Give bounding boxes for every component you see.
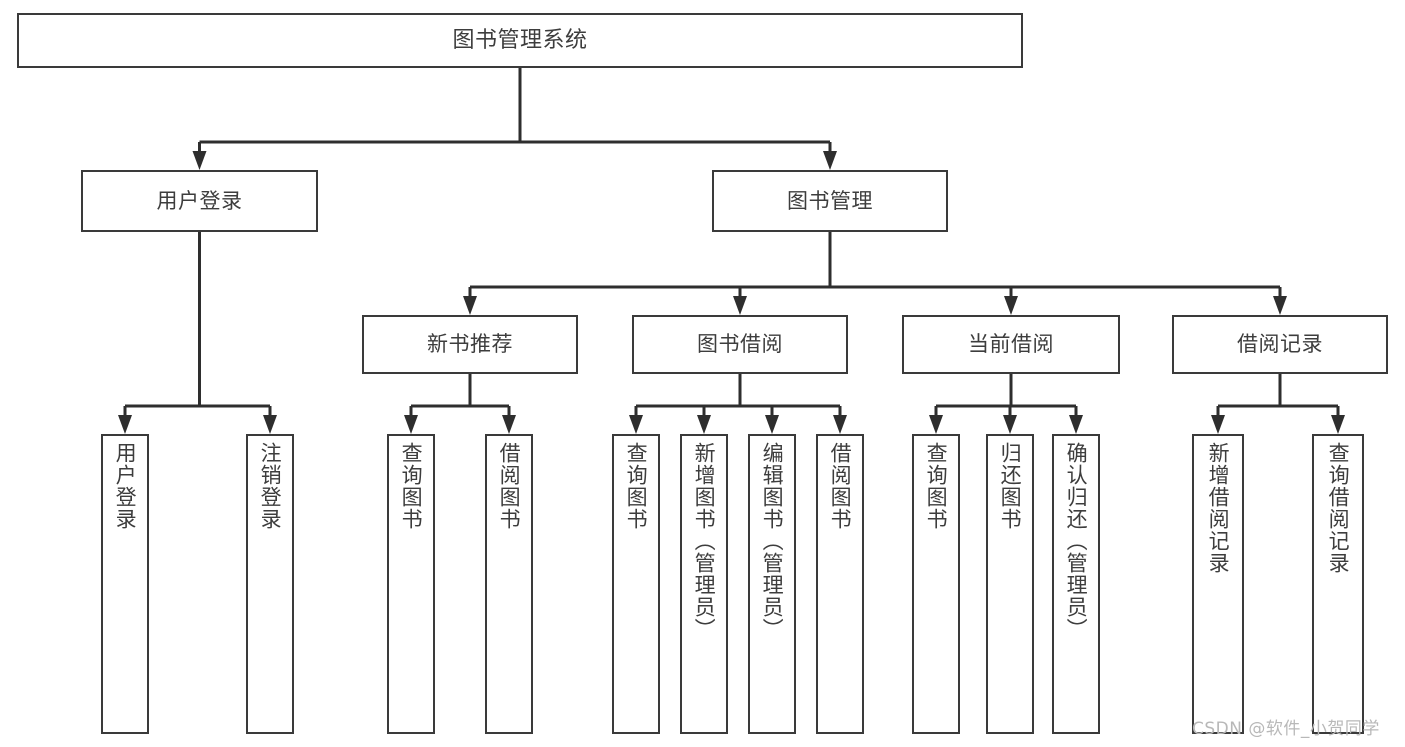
node-leaf-bor-4[interactable]: 借阅图书	[816, 434, 864, 734]
node-leaf-cur-1[interactable]: 查询图书	[912, 434, 960, 734]
node-label: 新书推荐	[427, 332, 513, 357]
node-root[interactable]: 图书管理系统	[17, 13, 1023, 68]
node-label: 当前借阅	[968, 332, 1054, 357]
node-leaf-cur-2[interactable]: 归还图书	[986, 434, 1034, 734]
node-records[interactable]: 借阅记录	[1172, 315, 1388, 374]
node-leaf-cur-3[interactable]: 确认归还（管理员）	[1052, 434, 1100, 734]
node-leaf-rec-1[interactable]: 新增借阅记录	[1192, 434, 1244, 734]
node-leaf-new-1[interactable]: 查询图书	[387, 434, 435, 734]
node-label: 用户登录	[156, 188, 243, 213]
node-leaf-login-2[interactable]: 注销登录	[246, 434, 294, 734]
node-current[interactable]: 当前借阅	[902, 315, 1120, 374]
node-label: 确认归还（管理员）	[1064, 442, 1089, 640]
node-label: 用户登录	[113, 442, 138, 530]
node-label: 图书借阅	[697, 332, 783, 357]
node-label: 借阅记录	[1237, 332, 1323, 357]
node-label: 借阅图书	[497, 442, 522, 530]
node-label: 新增图书（管理员）	[692, 442, 717, 640]
node-borrow[interactable]: 图书借阅	[632, 315, 848, 374]
node-leaf-bor-3[interactable]: 编辑图书（管理员）	[748, 434, 796, 734]
node-login[interactable]: 用户登录	[81, 170, 318, 232]
node-label: 图书管理	[787, 188, 873, 213]
node-leaf-new-2[interactable]: 借阅图书	[485, 434, 533, 734]
node-label: 编辑图书（管理员）	[760, 442, 785, 640]
node-leaf-rec-2[interactable]: 查询借阅记录	[1312, 434, 1364, 734]
node-label: 图书管理系统	[452, 27, 588, 53]
node-label: 借阅图书	[828, 442, 853, 530]
node-label: 查询借阅记录	[1326, 442, 1351, 574]
node-label: 查询图书	[399, 442, 424, 530]
node-leaf-bor-2[interactable]: 新增图书（管理员）	[680, 434, 728, 734]
node-label: 新增借阅记录	[1206, 442, 1231, 574]
node-leaf-login-1[interactable]: 用户登录	[101, 434, 149, 734]
node-bookmgmt[interactable]: 图书管理	[712, 170, 948, 232]
node-leaf-bor-1[interactable]: 查询图书	[612, 434, 660, 734]
node-label: 查询图书	[624, 442, 649, 530]
node-label: 注销登录	[258, 442, 283, 530]
node-newbook[interactable]: 新书推荐	[362, 315, 578, 374]
node-label: 查询图书	[924, 442, 949, 530]
node-label: 归还图书	[998, 442, 1023, 530]
